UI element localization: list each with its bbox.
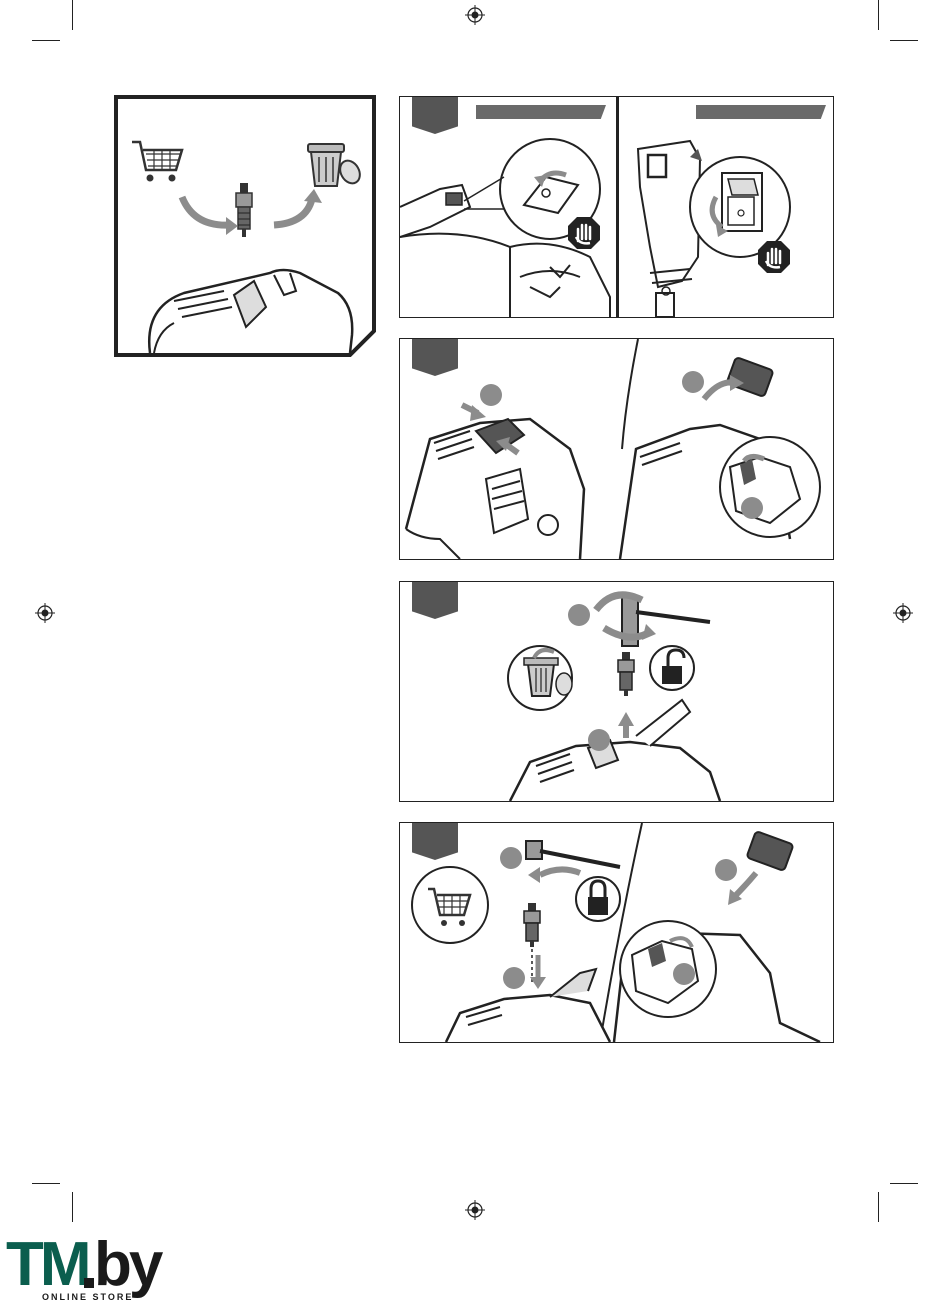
number-circle-icon [741, 497, 763, 519]
logo-dot [84, 1278, 94, 1288]
step-1-panel [399, 96, 834, 318]
crop-mark [890, 40, 918, 41]
spark-plug-icon [524, 903, 540, 947]
registration-mark-icon [35, 603, 55, 623]
number-circle-icon [500, 847, 522, 869]
crop-mark [878, 0, 879, 30]
stop-hand-icon [758, 241, 790, 273]
registration-mark-icon [465, 1200, 485, 1220]
logo-main-text: TM [6, 1234, 88, 1296]
registration-mark-icon [893, 603, 913, 623]
logo-suffix-text: by [94, 1234, 160, 1296]
number-circle-icon [682, 371, 704, 393]
lock-icon [576, 877, 620, 921]
unlock-icon [650, 646, 694, 690]
crop-mark [878, 1192, 879, 1222]
number-circle-icon [568, 604, 590, 626]
registration-mark-icon [465, 5, 485, 25]
step-2-panel [399, 338, 834, 560]
number-circle-icon [588, 729, 610, 751]
engine-cover-icon [510, 700, 720, 801]
number-circle-icon [673, 963, 695, 985]
plug-wrench-icon [596, 595, 710, 646]
crop-mark [72, 0, 73, 30]
brand-logo: TM by ONLINE STORE [6, 1234, 156, 1304]
number-circle-icon [503, 967, 525, 989]
spark-plug-icon [618, 652, 634, 696]
trash-bin-icon [508, 646, 572, 710]
step-3-panel [399, 581, 834, 802]
number-circle-icon [480, 384, 502, 406]
engine-cover-icon [406, 419, 584, 559]
crop-mark [72, 1192, 73, 1222]
logo-tagline: ONLINE STORE [42, 1292, 133, 1302]
plug-wrench-icon [526, 841, 620, 883]
intro-panel [114, 95, 376, 357]
crop-mark [32, 1183, 60, 1184]
switch-icon [638, 141, 790, 317]
crop-mark [32, 40, 60, 41]
shopping-cart-icon [412, 867, 488, 943]
stop-hand-icon [568, 217, 600, 249]
number-circle-icon [715, 859, 737, 881]
step-4-panel [399, 822, 834, 1043]
crop-mark [890, 1183, 918, 1184]
